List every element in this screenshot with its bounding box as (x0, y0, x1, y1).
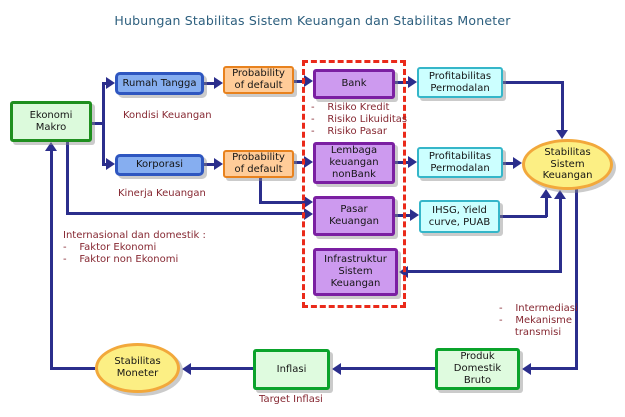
arrowhead-into-korporasi (106, 158, 115, 170)
node-ihsg-yield-curve-puab: IHSG, Yield curve, PUAB (419, 200, 500, 233)
node-infrastruktur-sistem-keuangan: Infrastruktur Sistem Keuangan (313, 248, 398, 296)
connector-em-to-rumah-tangga (102, 82, 107, 85)
node-ekonomi-makro: Ekonomi Makro (10, 101, 92, 142)
label-intermediasi-transmisi: - Intermediasi - Mekanisme transmisi (499, 303, 578, 338)
arrowhead-into-ihsg (410, 209, 419, 221)
connector-prof1-to-ssk-horizontal (503, 81, 564, 84)
connector-pod2-to-lembaga (294, 161, 304, 164)
arrowhead-into-pasar-lower (304, 208, 313, 220)
connector-pasar-to-ihsg (395, 214, 410, 217)
node-korporasi: Korporasi (115, 154, 204, 176)
connector-prof2-to-ssk (503, 162, 513, 165)
connector-pdb-to-inflasi (341, 367, 435, 370)
connector-ihsg-to-ssk-horizontal (500, 215, 547, 218)
arrowhead-into-ssk-bottom-2 (554, 190, 566, 199)
node-profitabilitas-permodalan-2: Profitabilitas Permodalan (417, 147, 503, 178)
connector-em-branch-stem (92, 122, 104, 125)
arrowhead-into-lembaga (304, 156, 313, 168)
node-pasar-keuangan: Pasar Keuangan (313, 196, 395, 236)
arrowhead-into-ssk-left (513, 157, 522, 169)
connector-bank-to-prof1 (395, 81, 408, 84)
connector-em-branch-vertical (102, 82, 105, 166)
connector-infra-ssk-horizontal (407, 270, 562, 273)
node-bank: Bank (313, 69, 395, 99)
diagram-title: Hubungan Stabilitas Sistem Keuangan dan … (114, 13, 511, 28)
connector-em-to-korporasi (102, 163, 107, 166)
arrowhead-into-ekonomi-makro (45, 142, 57, 151)
arrowhead-into-pdb (522, 363, 531, 375)
connector-lembaga-to-prof2 (395, 161, 408, 164)
node-stabilitas-sistem-keuangan: Stabilitas Sistem Keuangan (522, 139, 613, 190)
arrowhead-into-pasar-upper (304, 196, 313, 208)
connector-rt-to-pod1 (204, 82, 215, 85)
arrowhead-into-pod2 (214, 158, 223, 170)
label-target-inflasi: Target Inflasi (259, 394, 323, 405)
node-inflasi: Inflasi (253, 349, 330, 390)
label-risiko-list: - Risiko Kredit - Risiko Likuiditas - Ri… (311, 102, 408, 137)
arrowhead-into-sm (182, 363, 191, 375)
connector-korporasi-to-pod2 (204, 163, 215, 166)
node-rumah-tangga: Rumah Tangga (115, 72, 204, 95)
node-profitabilitas-permodalan-1: Profitabilitas Permodalan (417, 67, 503, 98)
connector-sm-to-em-horizontal (50, 367, 95, 370)
connector-em-to-pasar-vertical (66, 142, 69, 214)
arrowhead-into-bank (304, 75, 313, 87)
connector-em-to-pasar-horizontal (66, 212, 304, 215)
arrowhead-into-ssk-bottom-1 (540, 189, 552, 198)
connector-inflasi-to-sm (191, 367, 253, 370)
arrowhead-into-ssk-top (556, 130, 568, 139)
arrowhead-into-prof2 (408, 156, 417, 168)
connector-pod2-to-pasar-vertical (259, 178, 262, 203)
connector-prof1-to-ssk-vertical (561, 81, 564, 130)
arrowhead-into-inflasi (332, 363, 341, 375)
node-produk-domestik-bruto: Produk Domestik Bruto (435, 348, 520, 390)
arrowhead-into-rumah-tangga (106, 77, 115, 89)
arrowhead-into-prof1 (408, 76, 417, 88)
connector-sm-to-em-vertical (50, 151, 53, 370)
label-internasional-domestik: Internasional dan domestik : - Faktor Ek… (63, 230, 206, 265)
connector-infra-ssk-vertical (559, 198, 562, 272)
connector-ihsg-to-ssk-vertical (545, 197, 548, 217)
connector-ssk-to-pdb-vertical (575, 189, 578, 370)
node-probability-of-default-1: Probability of default (223, 66, 294, 94)
label-kondisi-keuangan: Kondisi Keuangan (123, 110, 212, 121)
connector-pod2-to-pasar-horizontal (259, 201, 304, 204)
node-probability-of-default-2: Probability of default (223, 150, 294, 178)
node-lembaga-keuangan-nonbank: Lembaga keuangan nonBank (313, 142, 395, 184)
connector-ssk-to-pdb-horizontal (530, 367, 578, 370)
label-kinerja-keuangan: Kinerja Keuangan (118, 188, 206, 199)
arrowhead-into-pod1 (214, 77, 223, 89)
node-stabilitas-moneter: Stabilitas Moneter (95, 343, 180, 393)
connector-pod1-to-bank (294, 80, 304, 83)
